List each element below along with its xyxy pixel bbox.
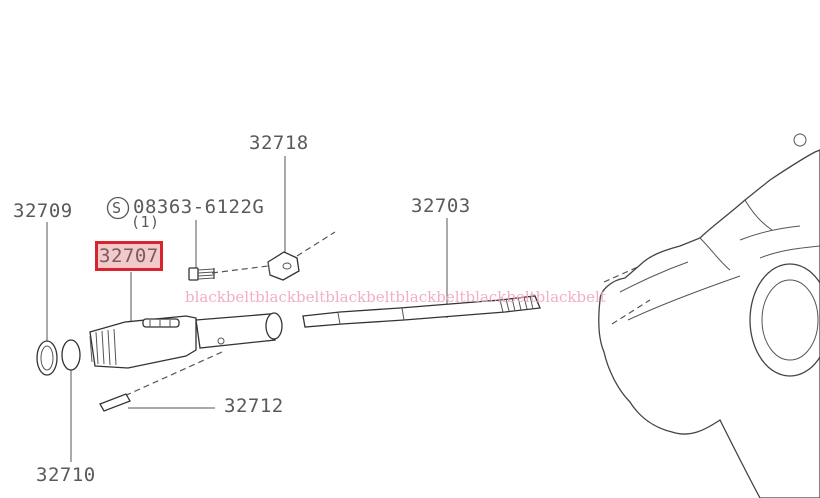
- pin-alignment-dash: [119, 351, 223, 399]
- case-alignment-dash-1: [603, 265, 641, 283]
- bracket-part: [267, 251, 300, 281]
- label-32703: 32703: [411, 195, 471, 217]
- label-32712: 32712: [224, 395, 284, 417]
- s-mark-icon: [106, 196, 130, 220]
- label-32707: 32707: [99, 245, 159, 267]
- pin-part: [99, 393, 131, 412]
- highlight-box-32707: [95, 241, 163, 271]
- label-32709: 32709: [13, 200, 73, 222]
- label-quantity: (1): [131, 213, 160, 231]
- seal-part: [36, 340, 58, 376]
- bolt-alignment-dash: [211, 265, 269, 274]
- s-mark-letter: S: [112, 199, 122, 217]
- bolt-part: [188, 267, 215, 281]
- label-08363-6122G: 08363-6122G: [133, 196, 265, 218]
- sleeve-part: [89, 312, 283, 369]
- transmission-case: [598, 133, 820, 498]
- watermark: blackbeltblackbeltblackbeltblackbeltblac…: [185, 288, 606, 306]
- label-32710: 32710: [36, 464, 96, 486]
- shaft-part: [302, 295, 541, 328]
- o-ring-part: [61, 339, 81, 371]
- bracket-alignment-dash: [296, 231, 336, 257]
- case-alignment-dash-2: [611, 299, 651, 325]
- label-32718: 32718: [249, 132, 309, 154]
